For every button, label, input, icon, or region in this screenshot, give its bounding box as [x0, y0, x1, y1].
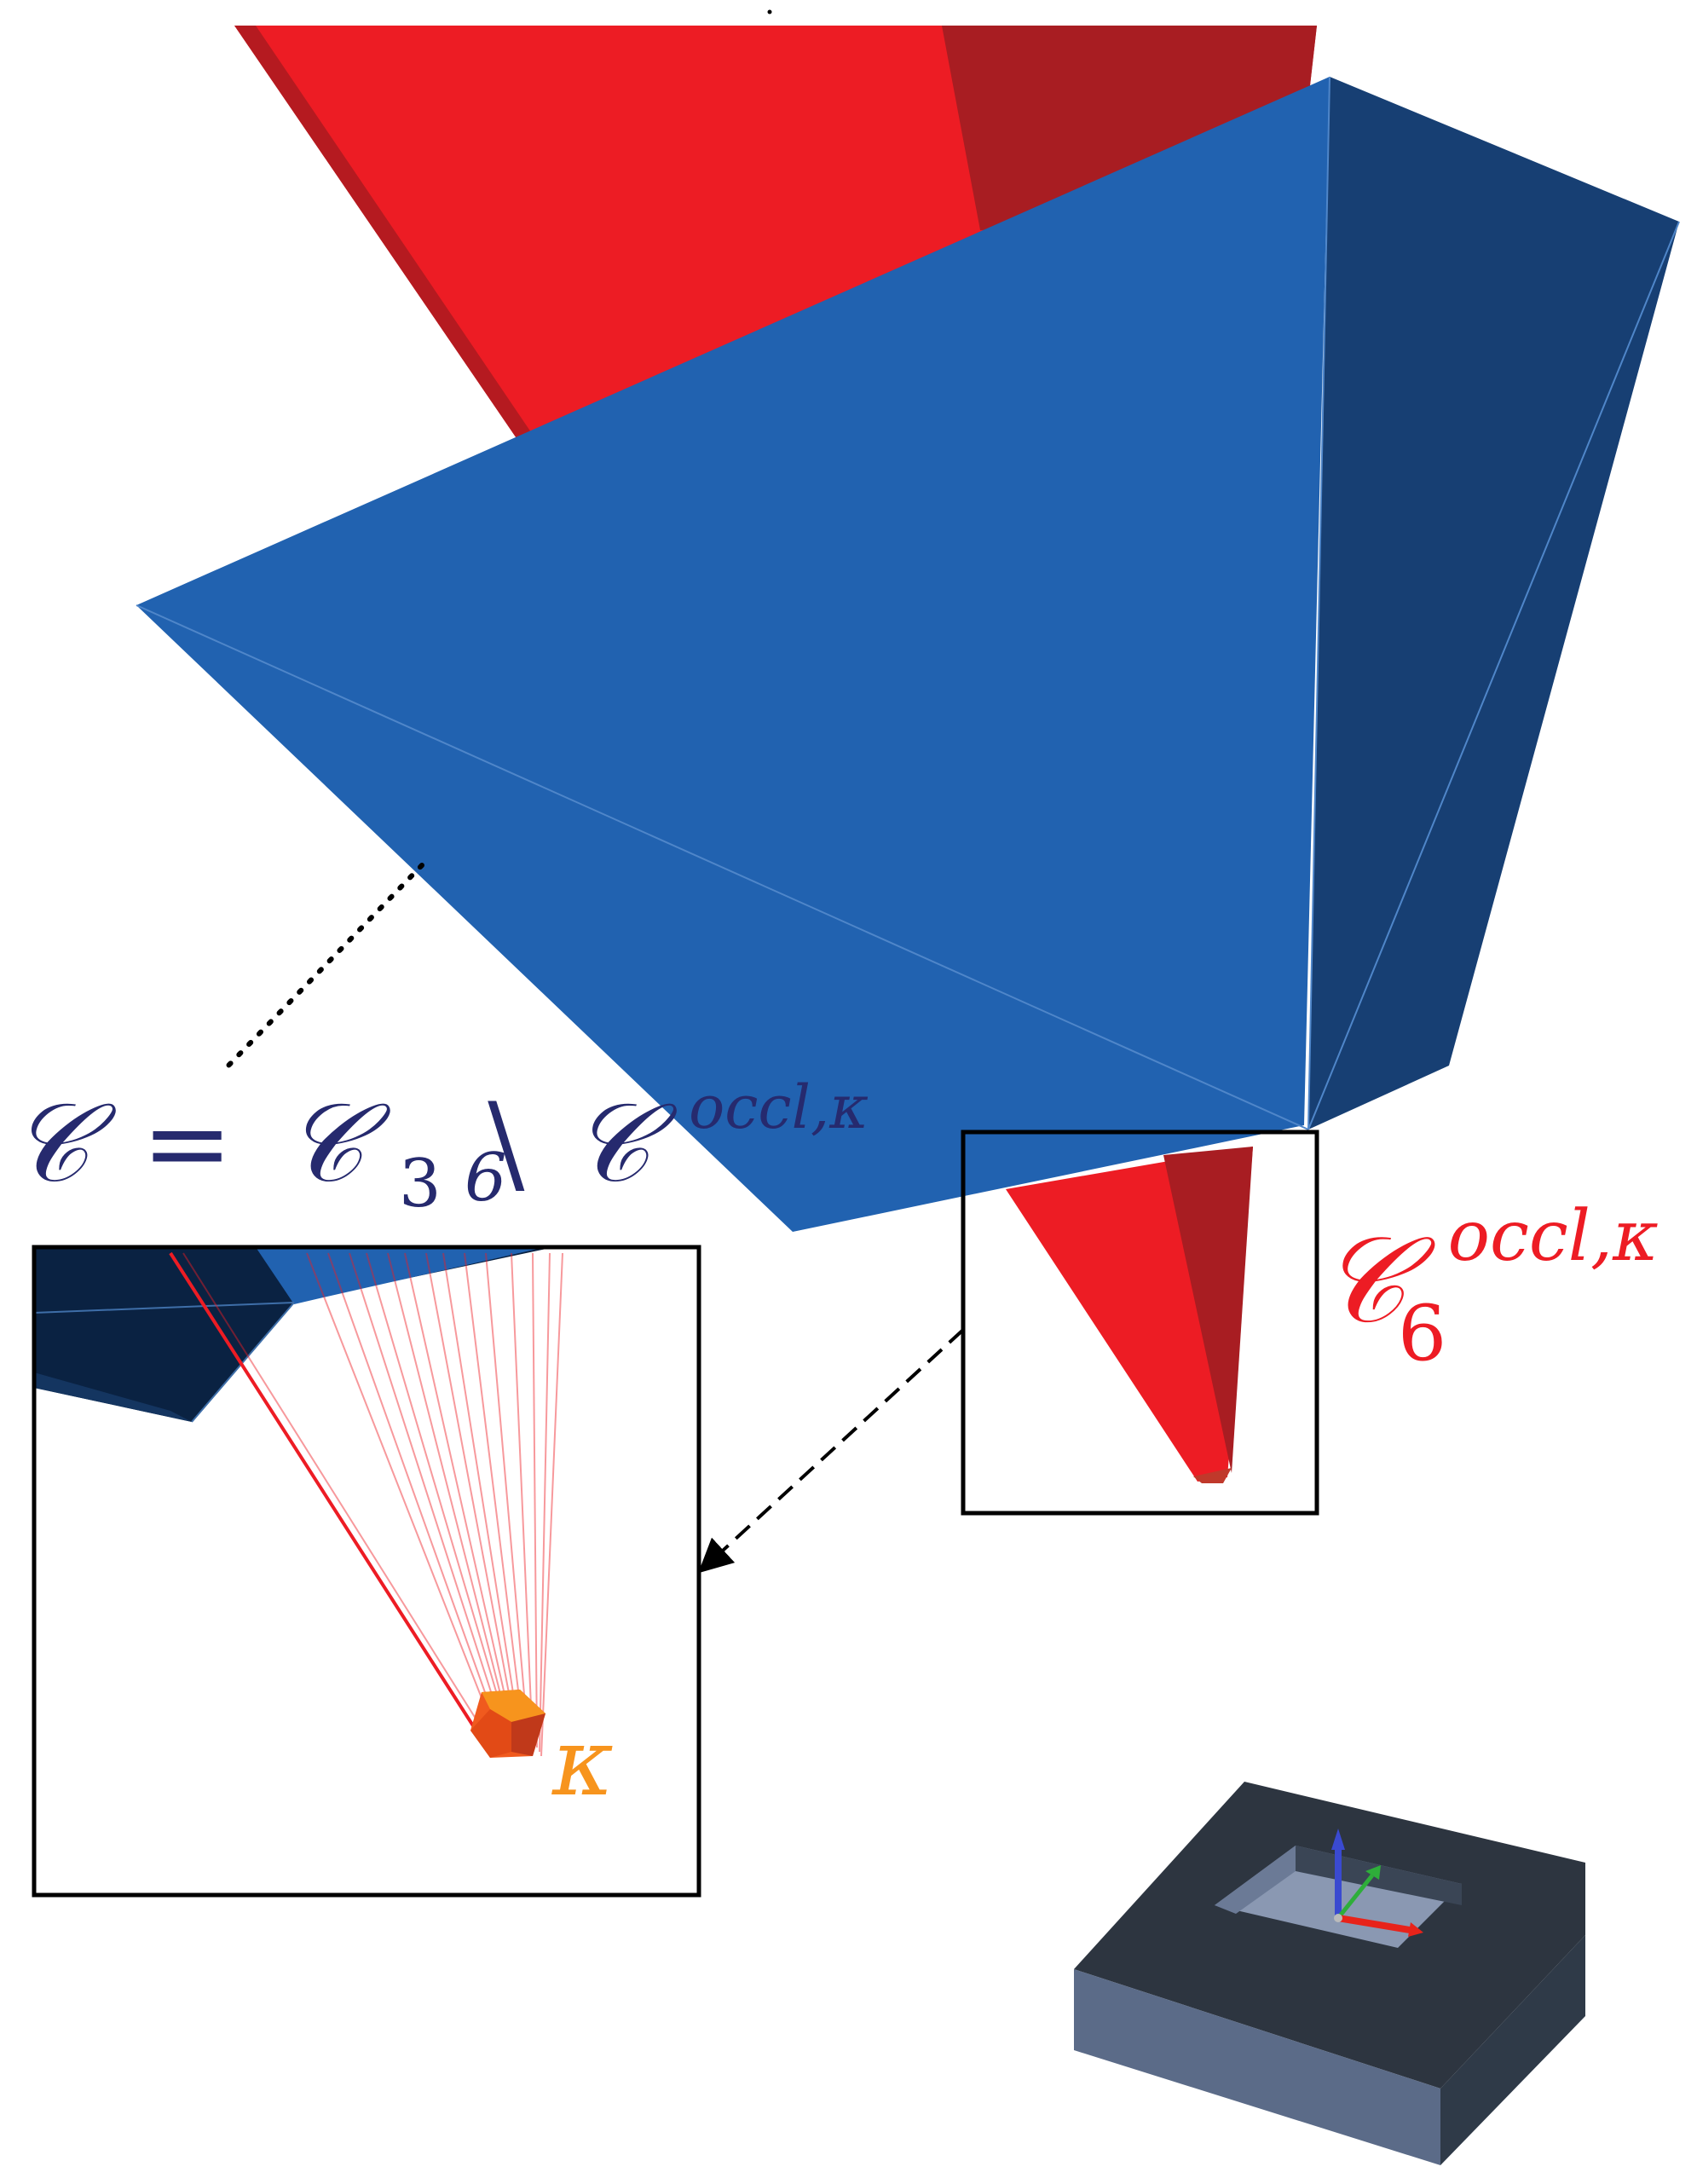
occlusion-cone-label: 𝒞 occl,κ [1319, 1196, 1659, 1350]
result-c6: 𝒞 [571, 1080, 678, 1207]
result-setminus: \ [488, 1080, 525, 1207]
kappa-polyhedron [470, 1690, 545, 1758]
occl-sup: occl,κ [1448, 1196, 1659, 1277]
result-eq: = [141, 1080, 233, 1207]
axis-triad-icon [1331, 1829, 1423, 1937]
result-c6-sub: 6 [465, 1140, 507, 1216]
zoom-inset [32, 1245, 701, 1898]
result-c3-sub: 3 [399, 1146, 442, 1222]
zoom-source-box [961, 1130, 1319, 1516]
zoom-arrow [698, 1328, 965, 1574]
workpiece [1074, 1782, 1585, 2165]
blue-cone [136, 76, 1680, 1232]
top-dot [767, 9, 772, 14]
occl-sub: 6 [1398, 1289, 1446, 1378]
dotted-leader [226, 863, 424, 1068]
result-lhs: 𝒞 [10, 1080, 117, 1207]
result-c3: 𝒞 [285, 1080, 391, 1207]
result-set-label: 𝒞 = 𝒞 3 \ 𝒞 occl,κ [10, 1072, 869, 1233]
red-occlusion-cone-top [234, 26, 1317, 443]
red-occlusion-cone-tip [1006, 1147, 1253, 1483]
result-c6-sup: occl,κ [689, 1072, 869, 1142]
kappa-label: κ [551, 1707, 614, 1817]
